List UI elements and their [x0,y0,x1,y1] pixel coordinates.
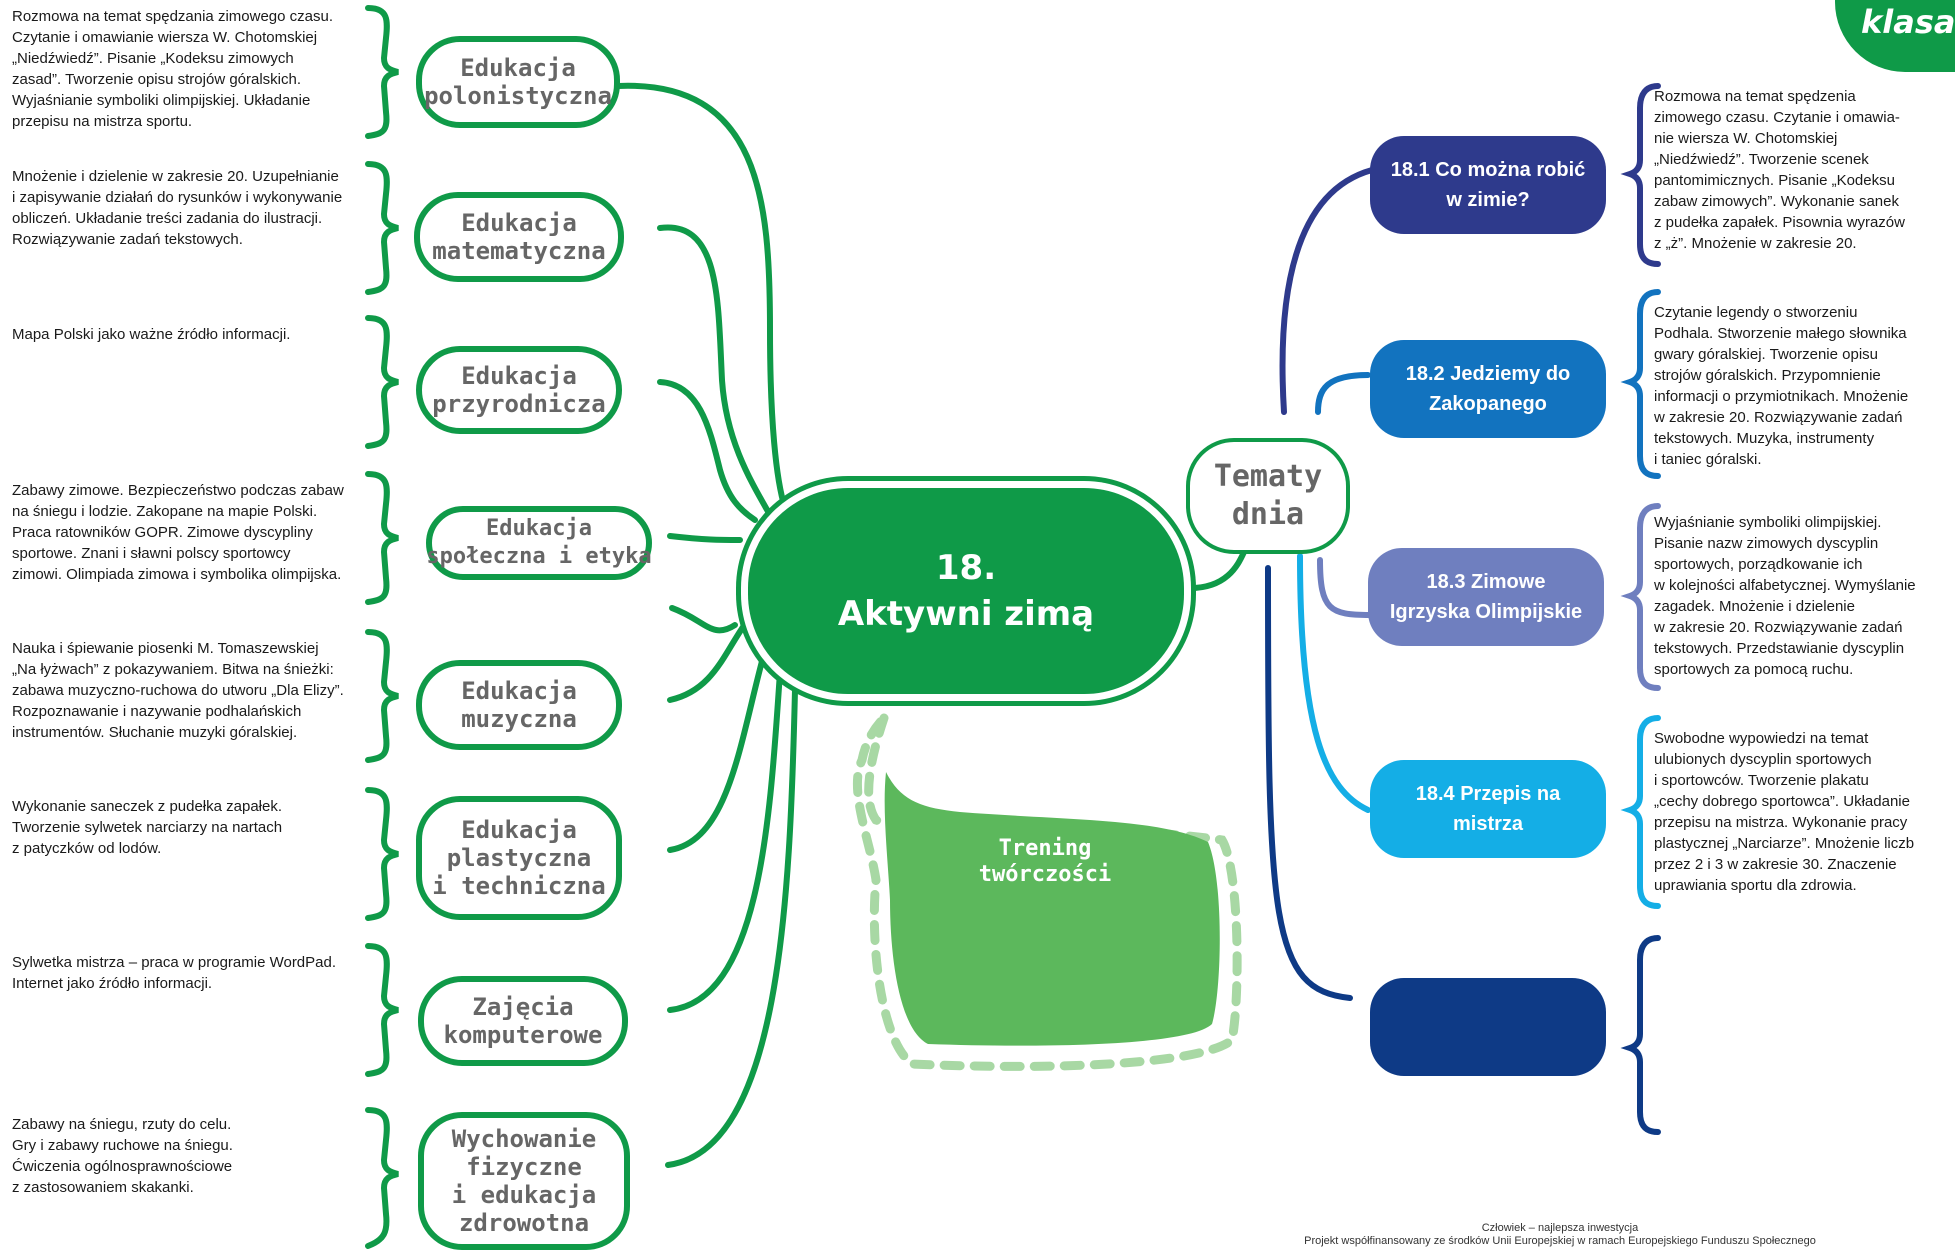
center-number: 18. [935,548,997,588]
subject-desc-8: Zabawy na śniegu, rzuty do celu. Gry i z… [12,1116,233,1196]
subject-desc-4: Zabawy zimowe. Bezpieczeństwo podczas za… [12,482,344,583]
subject-desc-1: Rozmowa na temat spędzania zimowego czas… [12,8,333,130]
topic-18-5[interactable] [1370,978,1606,1076]
topic-18-3[interactable]: 18.3 Zimowe Igrzyska Olimpijskie [1368,548,1604,646]
topic-desc-3: Wyjaśnianie symboliki olimpijskiej. Pisa… [1654,514,1916,678]
topic-18-1[interactable]: 18.1 Co można robić w zimie? [1370,136,1606,234]
subject-desc-6: Wykonanie saneczek z pudełka zapałek. Tw… [12,798,283,857]
subject-desc-5: Nauka i śpiewanie piosenki M. Tomaszewsk… [12,640,344,741]
footer-line-2: Projekt współfinansowany ze środków Unii… [1304,1235,1816,1247]
footer-line-1: Człowiek – najlepsza inwestycja [1481,1222,1639,1234]
brace-5 [365,629,399,763]
subject-desc-3: Mapa Polski jako ważne źródło informacji… [12,326,291,343]
subject-node-polonistyczna[interactable]: Edukacja polonistyczna [416,36,620,128]
brace-2 [365,161,399,295]
tematy-dnia-node[interactable]: Tematy dnia [1186,438,1350,554]
subject-node-spoleczna[interactable]: Edukacja społeczna i etyka [426,506,652,580]
brace-1 [365,5,399,139]
footer: Człowiek – najlepsza inwestycja Projekt … [1180,1222,1940,1248]
trening-bubble [884,772,1220,1046]
topic-18-4[interactable]: 18.4 Przepis na mistrza [1370,760,1606,858]
center-title: Aktywni zimą [837,594,1095,634]
brace-8 [365,1107,399,1249]
subject-node-plastyczna[interactable]: Edukacja plastyczna i techniczna [416,796,622,920]
klasa-badge: klasa [1835,0,1955,72]
subject-node-wf[interactable]: Wychowanie fizyczne i edukacja zdrowotna [418,1112,630,1250]
topic-18-2[interactable]: 18.2 Jedziemy do Zakopanego [1370,340,1606,438]
subject-node-przyrodnicza[interactable]: Edukacja przyrodnicza [416,346,622,434]
trening-label: Trening twórczości [978,836,1112,887]
brace-4 [365,471,399,605]
brace-7 [365,943,399,1077]
subject-desc-2: Mnożenie i dzielenie w zakresie 20. Uzup… [12,168,343,248]
subject-desc-7: Sylwetka mistrza – praca w programie Wor… [12,954,337,992]
brace-3 [365,315,399,449]
subject-node-komputerowe[interactable]: Zajęcia komputerowe [418,976,628,1066]
topic-desc-2: Czytanie legendy o stworzeniu Podhala. S… [1654,304,1909,468]
subject-node-matematyczna[interactable]: Edukacja matematyczna [414,192,624,282]
topic-desc-1: Rozmowa na temat spędzenia zimowego czas… [1654,88,1905,252]
brace-6 [365,787,399,921]
center-node[interactable]: 18. Aktywni zimą [748,488,1184,694]
topic-desc-4: Swobodne wypowiedzi na temat ulubionych … [1654,730,1915,894]
subject-node-muzyczna[interactable]: Edukacja muzyczna [416,660,622,750]
